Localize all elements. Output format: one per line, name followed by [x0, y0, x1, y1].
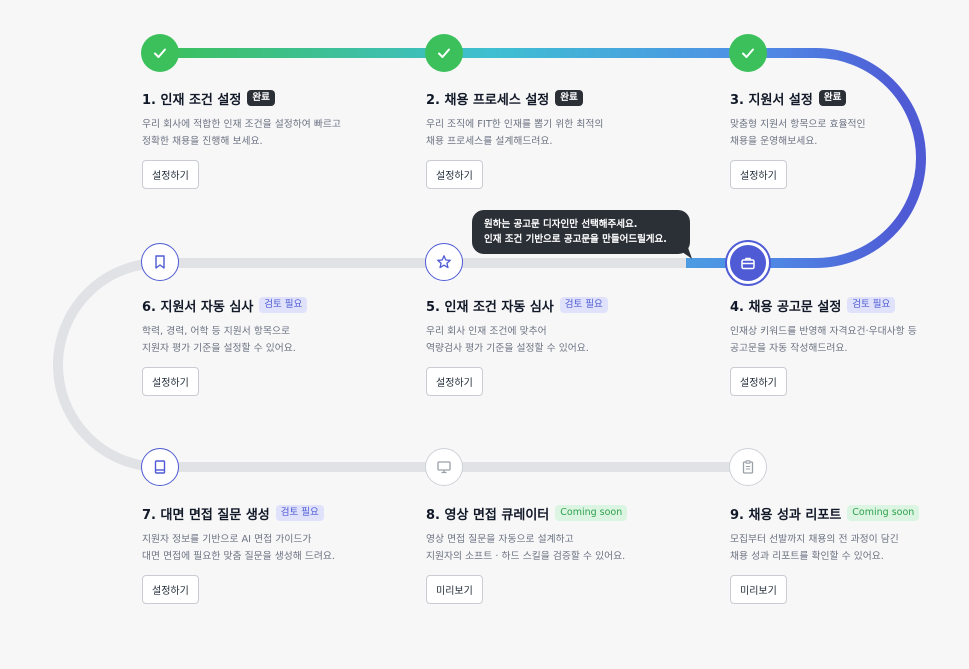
status-badge: 검토 필요 [847, 297, 896, 313]
setup-button[interactable]: 설정하기 [426, 367, 483, 396]
step-title: 1. 인재 조건 설정 [142, 92, 242, 108]
setup-button[interactable]: 설정하기 [142, 160, 199, 189]
step-title: 2. 채용 프로세스 설정 [426, 92, 550, 108]
step-7-node [141, 448, 179, 486]
step-description: 우리 회사에 적합한 인재 조건을 설정하여 빠르고 정확한 채용을 진행해 보… [142, 119, 341, 147]
step-title: 6. 지원서 자동 심사 [142, 299, 254, 315]
step-description: 우리 회사 인재 조건에 맞추어 역량검사 평가 기준을 설정할 수 있어요. [426, 326, 589, 354]
step-title: 3. 지원서 설정 [730, 92, 813, 108]
step-description: 학력, 경력, 어학 등 지원서 항목으로 지원자 평가 기준을 설정할 수 있… [142, 326, 296, 354]
step-8-node [425, 448, 463, 486]
setup-button[interactable]: 설정하기 [730, 367, 787, 396]
setup-button[interactable]: 설정하기 [142, 575, 199, 604]
step-2: 2. 채용 프로세스 설정 완료 우리 조직에 FIT한 인재를 뽑기 위한 최적… [426, 88, 686, 189]
monitor-icon [437, 461, 451, 474]
step-title: 5. 인재 조건 자동 심사 [426, 299, 554, 315]
step-1: 1. 인재 조건 설정 완료 우리 회사에 적합한 인재 조건을 설정하여 빠르고… [142, 88, 402, 189]
setup-button[interactable]: 설정하기 [426, 160, 483, 189]
status-badge: 완료 [555, 90, 583, 106]
setup-button[interactable]: 설정하기 [142, 367, 199, 396]
step-2-node [425, 34, 463, 72]
status-badge: 완료 [818, 90, 847, 106]
check-icon [742, 48, 754, 58]
step-9: 9. 채용 성과 리포트 Coming soon 모집부터 선발까지 채용의 전 … [730, 503, 969, 604]
book-icon [154, 460, 166, 474]
step-title: 4. 채용 공고문 설정 [730, 299, 842, 315]
bookmark-icon [155, 255, 165, 269]
step-description: 모집부터 선발까지 채용의 전 과정이 담긴 채용 성과 리포트를 확인할 수 … [730, 534, 899, 562]
step-5-node [425, 243, 463, 281]
step-description: 지원자 정보를 기반으로 AI 면접 가이드가 대면 면접에 필요한 맞춤 질문… [142, 534, 336, 562]
step-3: 3. 지원서 설정 완료 맞춤형 지원서 항목으로 효율적인 채용을 운영해보세요… [730, 88, 969, 189]
step-8: 8. 영상 면접 큐레이터 Coming soon 영상 면접 질문을 자동으로 … [426, 503, 686, 604]
design-tooltip: 원하는 공고문 디자인만 선택해주세요. 인재 조건 기반으로 공고문을 만들어… [472, 210, 690, 254]
status-badge: 검토 필요 [275, 505, 324, 521]
status-badge: Coming soon [847, 505, 920, 521]
step-6-node [141, 243, 179, 281]
step-1-node [141, 34, 179, 72]
step-description: 맞춤형 지원서 항목으로 효율적인 채용을 운영해보세요. [730, 119, 866, 147]
step-description: 영상 면접 질문을 자동으로 설계하고 지원자의 소프트 · 하드 스킬을 검증… [426, 534, 626, 562]
step-3-node [729, 34, 767, 72]
status-badge: 검토 필요 [559, 297, 608, 313]
step-7: 7. 대면 면접 질문 생성 검토 필요 지원자 정보를 기반으로 AI 면접 가… [142, 503, 402, 604]
step-4-node [727, 242, 769, 284]
step-title: 9. 채용 성과 리포트 [730, 507, 842, 523]
status-badge: 검토 필요 [259, 297, 308, 313]
preview-button[interactable]: 미리보기 [426, 575, 483, 604]
star-icon [437, 255, 451, 269]
clipboard-icon [742, 460, 754, 474]
setup-button[interactable]: 설정하기 [730, 160, 787, 189]
step-description: 우리 조직에 FIT한 인재를 뽑기 위한 최적의 채용 프로세스를 설계해드려… [426, 119, 604, 147]
step-6: 6. 지원서 자동 심사 검토 필요 학력, 경력, 어학 등 지원서 항목으로 … [142, 295, 402, 396]
preview-button[interactable]: 미리보기 [730, 575, 787, 604]
step-9-node [729, 448, 767, 486]
step-description: 인재상 키워드를 반영해 자격요건·우대사항 등 공고문을 자동 작성해드려요. [730, 326, 917, 354]
check-icon [438, 48, 450, 58]
step-5: 5. 인재 조건 자동 심사 검토 필요 우리 회사 인재 조건에 맞추어 역량검… [426, 295, 686, 396]
step-title: 7. 대면 면접 질문 생성 [142, 507, 270, 523]
step-title: 8. 영상 면접 큐레이터 [426, 507, 550, 523]
check-icon [154, 48, 166, 58]
status-badge: 완료 [247, 90, 275, 106]
status-badge: Coming soon [555, 505, 628, 521]
briefcase-icon [741, 257, 755, 270]
step-4: 4. 채용 공고문 설정 검토 필요 인재상 키워드를 반영해 자격요건·우대사항… [730, 295, 969, 396]
